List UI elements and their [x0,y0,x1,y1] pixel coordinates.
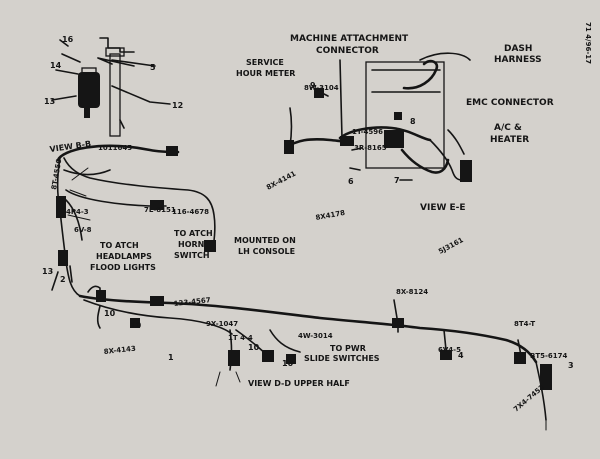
callout-9: 9 [310,81,316,90]
part-number-1: 1011645 [98,144,132,152]
left-harness [51,144,216,297]
label-to-attch-headlamps-3: FLOOD LIGHTS [90,263,156,272]
callout-8: 8 [410,117,416,126]
part-number-5: 5J3161 [437,236,465,256]
callout-13a: 13 [44,97,55,106]
part-number-17: BT5-6174 [530,352,567,360]
emc-connector-block [384,130,404,148]
part-number-2: 116-4678 [172,208,209,216]
part-number-19: 3R-8165 [354,144,387,152]
label-to-attch-headlamps-2: HEADLAMPS [96,252,152,261]
main-harness [78,285,552,431]
callout-10c: 10 [248,343,260,352]
label-view-d-d: VIEW D-D UPPER HALF [248,379,350,388]
part-number-11: 8T-4556 [50,158,63,190]
part-number-6: 123-4567 [173,296,211,308]
label-dash-harness-2: HARNESS [494,55,542,65]
callout-16: 16 [62,35,74,44]
label-to-pwr-1: TO PWR [330,344,366,353]
label-to-attch-horn-1: TO ATCH [174,229,213,238]
part-number-20: 4W-3014 [298,332,333,340]
label-machine-attachment-2: CONNECTOR [316,46,379,56]
right-panel [284,52,472,182]
callout-5: 5 [150,63,156,72]
label-to-attch-horn-2: HORN [178,240,204,249]
part-number-4: 8X4178 [315,209,346,222]
part-number-8: 8X-8124 [396,288,428,296]
callout-1: 1 [168,353,174,362]
part-number-14: 8W-3104 [304,84,339,92]
label-to-attch-headlamps-1: TO ATCH [100,241,139,250]
part-number-12: 6V-8 [74,226,92,234]
part-number-22: 1T 4-4 [228,334,253,342]
callout-6: 6 [348,177,354,186]
label-dash-harness-1: DASH [504,44,532,54]
label-mounted-on-1: MOUNTED ON [234,236,296,245]
label-ac-heater-2: HEATER [490,135,529,145]
label-service-hour-meter-2: HOUR METER [236,69,295,78]
part-number-13: 4P4-3 [66,208,89,216]
label-to-attch-horn-3: SWITCH [174,251,210,260]
part-number-7: 8X-4143 [103,345,136,356]
label-view-e-e: VIEW E-E [420,203,466,213]
callout-10d: 10 [282,359,294,368]
callout-4: 4 [458,351,464,360]
callout-10b: 10 [130,321,142,330]
label-service-hour-meter-1: SERVICE [246,58,284,67]
relay-group [51,37,171,137]
label-ac-heater-1: A/C & [494,123,522,133]
callout-12: 12 [172,101,183,110]
label-machine-attachment-1: MACHINE ATTACHMENT [290,34,409,44]
corner-mark: 71 4/96-17 [584,22,592,64]
part-number-3: 8X-4141 [265,170,297,192]
callouts: 16 14 5 13 12 9 8 6 7 4 3 1 10 10 10 10 … [42,35,574,370]
part-number-18: 1T-4596 [352,128,383,136]
label-emc-connector: EMC CONNECTOR [466,98,554,108]
part-number-9: 7X4-7452 [512,383,546,413]
callout-3: 3 [568,361,574,370]
callout-7: 7 [394,176,400,185]
relay-body [78,72,100,108]
callout-13b: 13 [42,267,53,276]
label-mounted-on-2: LH CONSOLE [238,247,295,256]
part-number-16: 8T4-T [514,320,535,328]
part-number-10: 7L-8151 [144,206,176,214]
callout-14: 14 [50,61,62,70]
part-number-21: 9X-1047 [206,320,238,328]
callout-2: 2 [60,275,66,284]
part-number-15: 6V4-5 [438,346,461,354]
callout-10a: 10 [104,309,116,318]
label-to-pwr-2: SLIDE SWITCHES [304,354,380,363]
labels: MACHINE ATTACHMENT CONNECTOR SERVICE HOU… [49,34,554,388]
